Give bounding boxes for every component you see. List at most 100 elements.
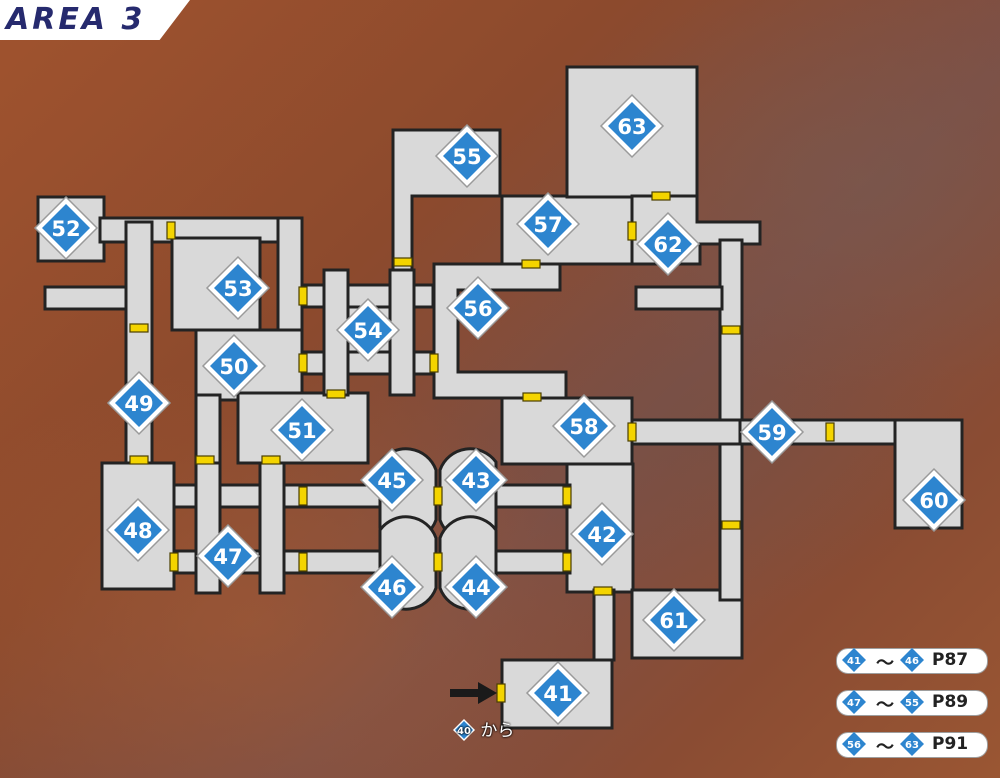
room-marker-60: 60 (901, 467, 967, 533)
door (195, 455, 215, 465)
svg-text:63: 63 (905, 740, 919, 751)
room-number-label: 63 (617, 115, 646, 139)
ref-to-marker: 55 (900, 690, 924, 714)
room-marker-59: 59 (739, 399, 805, 465)
ref-from-marker: 47 (842, 690, 866, 714)
room-number-label: 50 (219, 355, 248, 379)
entry-from-label: 40 から (453, 716, 514, 741)
door (593, 586, 613, 596)
door (298, 552, 308, 572)
door (651, 191, 671, 201)
ref-page-number: P91 (932, 734, 969, 754)
svg-text:41: 41 (847, 656, 861, 667)
room-number-label: 49 (124, 392, 153, 416)
door (496, 683, 506, 703)
room-number-label: 48 (123, 519, 152, 543)
room-number-label: 57 (533, 213, 562, 237)
room-marker-62: 62 (635, 211, 701, 277)
ref-to-marker: 63 (900, 732, 924, 756)
door (166, 221, 176, 240)
door (521, 259, 541, 269)
door (433, 552, 443, 572)
svg-text:46: 46 (905, 656, 919, 667)
svg-text:40: 40 (457, 726, 471, 737)
room-number-label: 51 (287, 419, 316, 443)
room-marker-53: 53 (205, 255, 271, 321)
room-number-label: 60 (919, 489, 948, 513)
room-number-label: 62 (653, 233, 682, 257)
door (433, 486, 443, 506)
room-marker-54: 54 (335, 297, 401, 363)
room-number-label: 42 (587, 523, 616, 547)
room-number-label: 56 (463, 297, 492, 321)
svg-text:56: 56 (847, 740, 861, 751)
ref-to-marker: 46 (900, 648, 924, 672)
page-ref-47-55: 47 〜 55 P89 (836, 688, 988, 716)
door (825, 422, 835, 442)
room-number-label: 59 (757, 421, 786, 445)
door (627, 221, 637, 241)
room-number-label: 55 (452, 145, 481, 169)
svg-text:47: 47 (847, 698, 861, 709)
corridor-41-north (592, 588, 616, 662)
room-marker-44: 44 (443, 554, 509, 620)
corridor-50-south (194, 393, 222, 465)
room-marker-58: 58 (551, 393, 617, 459)
door (627, 422, 637, 442)
door (326, 389, 346, 399)
corridor-47-v (258, 461, 286, 595)
room-number-label: 46 (377, 576, 406, 600)
door (429, 353, 439, 373)
area-title-tab: AREA 3 (0, 0, 190, 40)
ref-from-marker: 56 (842, 732, 866, 756)
room-number-label: 47 (213, 545, 242, 569)
room-marker-52: 52 (33, 195, 99, 261)
room-number-label: 44 (461, 576, 490, 600)
door (298, 286, 308, 306)
door (261, 455, 281, 465)
corridor-62-stub (634, 285, 724, 311)
page-ref-56-63: 56 〜 63 P91 (836, 730, 988, 758)
door-layer (129, 191, 835, 703)
door (721, 520, 741, 530)
room-marker-45: 45 (359, 447, 425, 513)
entry-kara-text: から (480, 721, 515, 741)
room-marker-51: 51 (269, 397, 335, 463)
room-marker-47: 47 (195, 523, 261, 589)
room-marker-41: 41 (525, 660, 591, 726)
room-number-label: 58 (569, 415, 598, 439)
room-marker-50: 50 (201, 333, 267, 399)
door (522, 392, 542, 402)
door (298, 486, 308, 506)
ref-from-marker: 41 (842, 648, 866, 672)
room-marker-48: 48 (105, 497, 171, 563)
room-marker-46: 46 (359, 554, 425, 620)
room-56-corridor (432, 262, 568, 400)
room-number-label: 52 (51, 217, 80, 241)
room-number-label: 53 (223, 277, 252, 301)
room-number-label: 54 (353, 319, 382, 343)
ref-page-number: P89 (932, 692, 969, 712)
room-marker-49: 49 (106, 370, 172, 436)
door (393, 257, 413, 267)
page-ref-41-46: 41 〜 46 P87 (836, 646, 988, 674)
room-marker-55: 55 (434, 123, 500, 189)
room-number-label: 61 (659, 609, 688, 633)
room-marker-57: 57 (515, 191, 581, 257)
door (129, 323, 149, 333)
room-marker-layer: 52 49 48 53 50 51 54 55 56 57 63 62 58 59 60 42 45 43 46 44… (33, 93, 967, 726)
room-layer (36, 65, 964, 730)
door (298, 353, 308, 373)
door (129, 455, 149, 465)
room-number-label: 43 (461, 469, 490, 493)
room-marker-56: 56 (445, 275, 511, 341)
svg-text:55: 55 (905, 698, 919, 709)
area-title: AREA 3 (6, 2, 146, 37)
entry-room-40-marker: 40 (453, 719, 475, 741)
room-marker-43: 43 (443, 447, 509, 513)
corridor-59-west (628, 418, 742, 446)
door (169, 552, 179, 572)
door (562, 552, 572, 572)
room-marker-63: 63 (599, 93, 665, 159)
